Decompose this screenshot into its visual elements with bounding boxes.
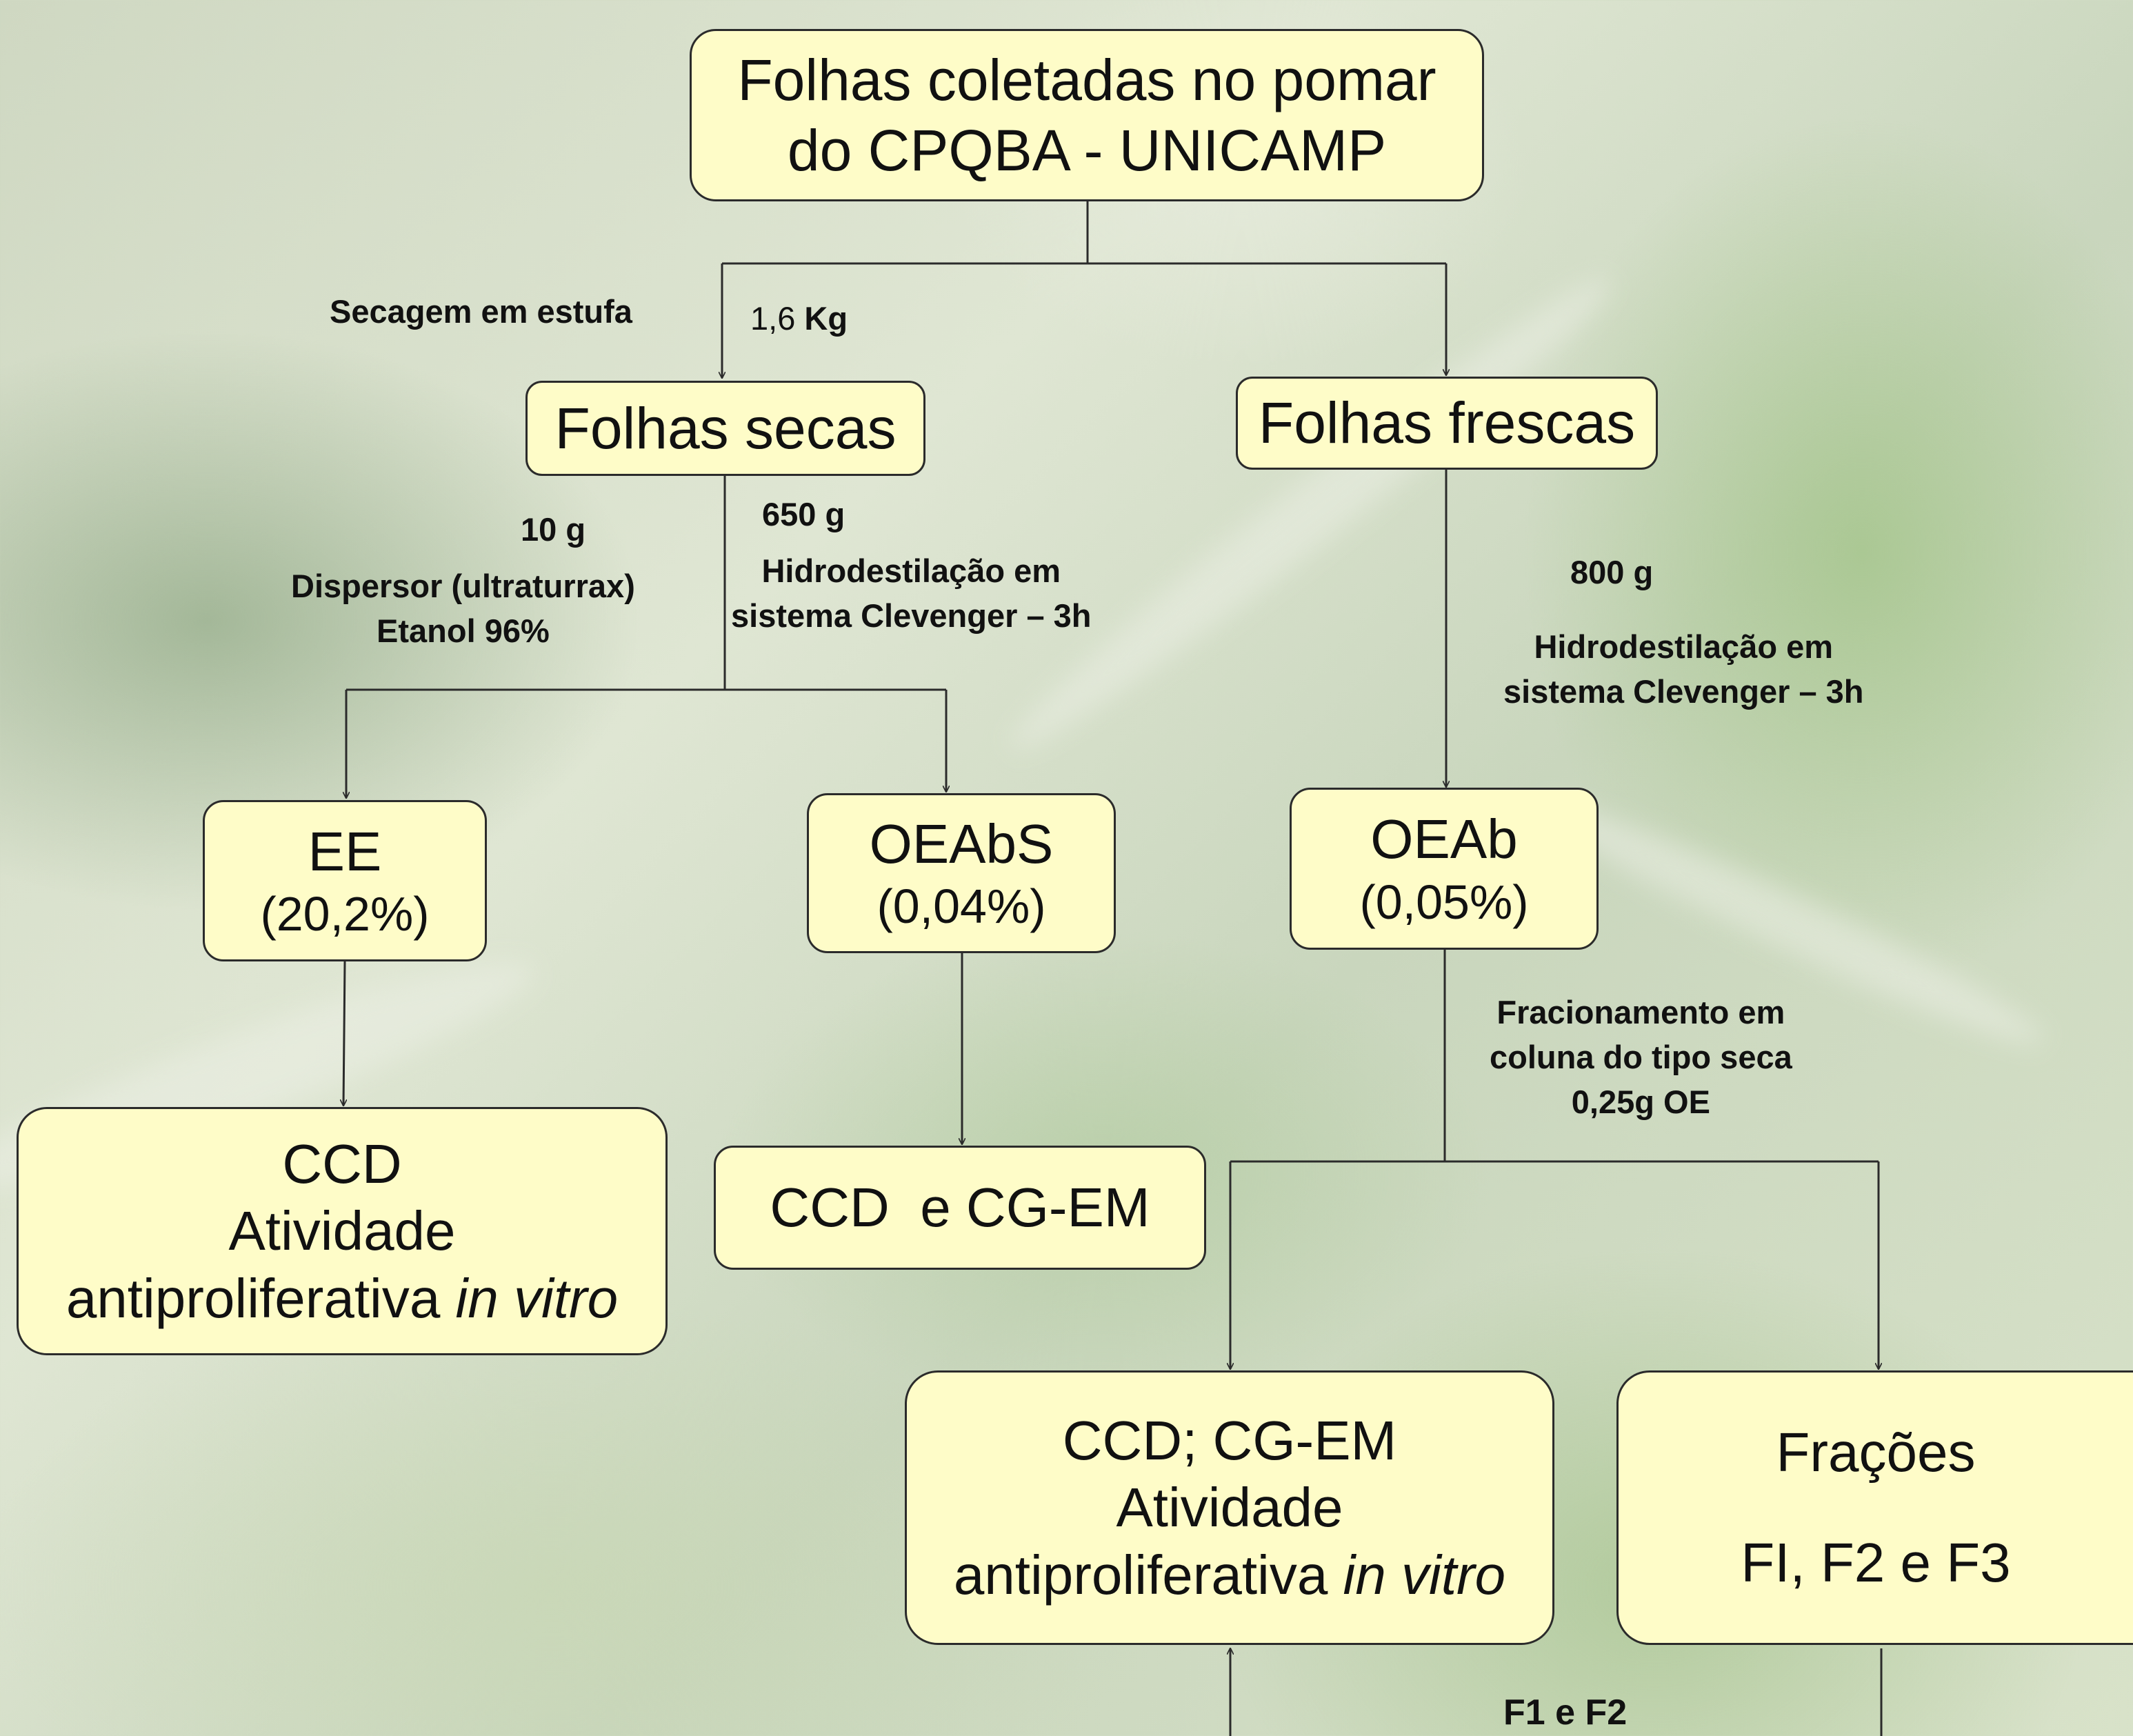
node-ccd-left-line3-plain: antiproliferativa xyxy=(66,1267,456,1329)
label-hydro-fresh-line1: Hidrodestilação em xyxy=(1534,628,1834,665)
label-hydro-fresh-line2: sistema Clevenger – 3h xyxy=(1503,672,1864,710)
label-fresh-800g: 800 g xyxy=(1570,550,1653,595)
node-ccd-right-line3: antiproliferativa in vitro xyxy=(954,1542,1505,1609)
node-ee-name: EE xyxy=(308,820,382,882)
node-ccd-left-line1: CCD xyxy=(282,1133,402,1195)
node-ccd-mid: CCD e CG-EM xyxy=(714,1146,1206,1270)
node-ccd-left-line2: Atividade xyxy=(228,1200,456,1262)
label-dry-10g-text: 10 g xyxy=(521,511,586,548)
node-oeab-name: OEAb xyxy=(1370,808,1518,870)
label-f1f2-text: F1 e F2 xyxy=(1503,1693,1628,1733)
label-extraction: Dispersor (ultraturrax) Etanol 96% xyxy=(291,564,635,654)
label-dry-650g: 650 g xyxy=(762,492,845,537)
node-ccd-right-line2: Atividade xyxy=(1116,1477,1343,1539)
node-ccd-left-line3-italic: in vitro xyxy=(455,1267,619,1329)
label-hydro-dry: Hidrodestilação em sistema Clevenger – 3… xyxy=(731,549,1092,639)
node-ccd-left: CCD Atividade antiproliferativa in vitro xyxy=(17,1107,668,1355)
node-oeabs-name: OEAbS xyxy=(869,812,1054,875)
label-fresh-800g-text: 800 g xyxy=(1570,554,1654,590)
node-ee: EE (20,2%) xyxy=(203,800,487,961)
label-fractionation-line1: Fracionamento em xyxy=(1496,994,1785,1030)
node-oeab-yield: (0,05%) xyxy=(1359,875,1529,929)
label-fractionation: Fracionamento em coluna do tipo seca 0,2… xyxy=(1490,990,1792,1125)
node-ccd-mid-label: CCD e CG-EM xyxy=(770,1177,1150,1239)
label-hydro-dry-line1: Hidrodestilação em xyxy=(761,552,1061,589)
label-mass-total-num: 1,6 xyxy=(750,300,805,337)
label-dry-10g: 10 g xyxy=(521,508,585,552)
label-hydro-dry-line2: sistema Clevenger – 3h xyxy=(731,597,1092,634)
node-ccd-right-line3-plain: antiproliferativa xyxy=(953,1544,1343,1606)
label-ethanol: Etanol 96% xyxy=(377,612,550,649)
label-fractionation-line3: 0,25g OE xyxy=(1571,1083,1710,1120)
label-disperser: Dispersor (ultraturrax) xyxy=(291,568,635,604)
label-hydro-fresh: Hidrodestilação em sistema Clevenger – 3… xyxy=(1503,625,1864,715)
node-fractions-line1: Frações xyxy=(1776,1421,1976,1483)
node-ccd-right-line3-italic: in vitro xyxy=(1343,1544,1506,1606)
node-ee-yield: (20,2%) xyxy=(260,887,430,941)
label-mass-total-unit: Kg xyxy=(804,300,848,337)
node-ccd-left-line3: antiproliferativa in vitro xyxy=(66,1265,618,1333)
node-oeabs-yield: (0,04%) xyxy=(877,879,1046,934)
node-root-line1: Folhas coletadas no pomar xyxy=(737,47,1436,112)
label-fractionation-line2: coluna do tipo seca xyxy=(1490,1038,1792,1075)
node-oeab: OEAb (0,05%) xyxy=(1290,788,1599,950)
node-dry-leaves-label: Folhas secas xyxy=(554,395,897,461)
label-dry-650g-text: 650 g xyxy=(762,496,845,532)
edge-ee-to-ccd xyxy=(343,961,345,1106)
node-fractions-line2: FI, F2 e F3 xyxy=(1741,1532,2011,1593)
label-mass-total: 1,6 Kg xyxy=(750,297,848,341)
node-oeabs: OEAbS (0,04%) xyxy=(807,793,1116,953)
label-drying-text: Secagem em estufa xyxy=(330,293,632,330)
label-f1f2: F1 e F2 xyxy=(1503,1688,1627,1736)
node-root: Folhas coletadas no pomar do CPQBA - UNI… xyxy=(690,29,1484,201)
node-ccd-right-line1: CCD; CG-EM xyxy=(1062,1409,1397,1471)
label-drying: Secagem em estufa xyxy=(330,290,632,335)
node-ccd-right: CCD; CG-EM Atividade antiproliferativa i… xyxy=(905,1370,1554,1645)
node-dry-leaves: Folhas secas xyxy=(525,381,925,476)
node-fractions: Frações FI, F2 e F3 xyxy=(1616,1370,2133,1645)
node-fresh-leaves-label: Folhas frescas xyxy=(1258,390,1636,456)
node-fresh-leaves: Folhas frescas xyxy=(1236,377,1658,470)
node-root-line2: do CPQBA - UNICAMP xyxy=(787,118,1387,183)
